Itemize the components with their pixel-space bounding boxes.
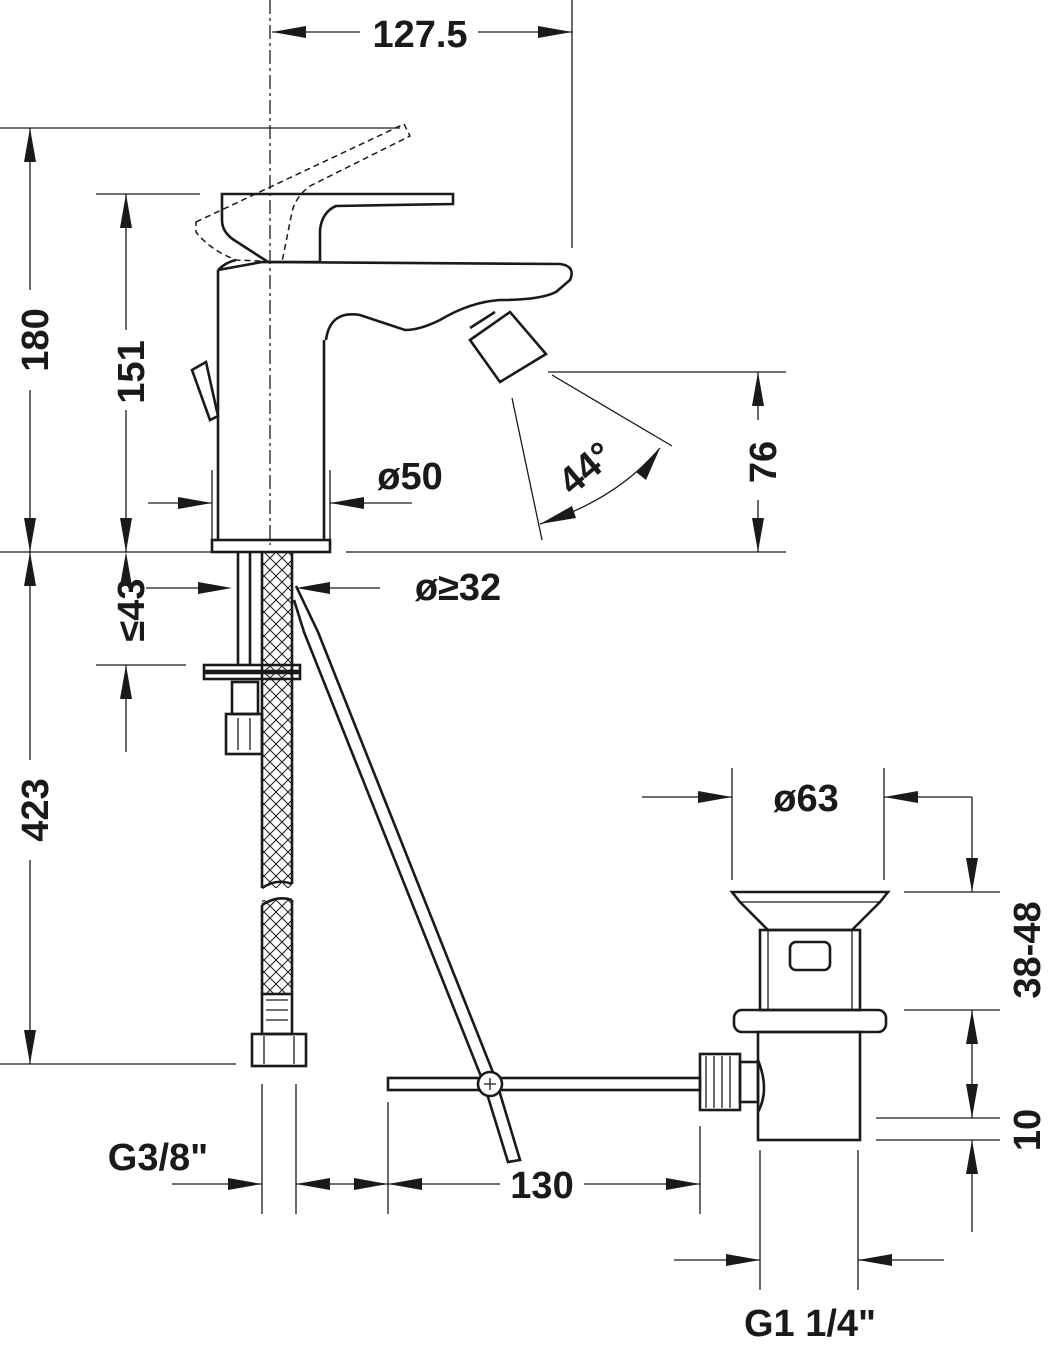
supply-hoses — [202, 552, 522, 1164]
jet-angle-label: 44° — [551, 434, 622, 503]
dimension-rod-distance: 130 — [296, 1102, 701, 1214]
dimension-supply-connection: G3/8" — [108, 1084, 297, 1214]
waste-range-label: 38-48 — [1007, 901, 1049, 998]
waste-diameter-label: ø63 — [773, 778, 838, 820]
width-label: 127.5 — [372, 14, 467, 56]
dimension-height-total: 180 — [0, 127, 400, 552]
hose-length-label: 423 — [15, 778, 57, 841]
waste-valve — [386, 890, 891, 1142]
dimension-hose-length: 423 — [0, 552, 236, 1065]
waste-offset-label: 10 — [1007, 1109, 1049, 1151]
rod-distance-label: 130 — [510, 1165, 573, 1207]
dimension-hole-diameter: ø≥32 — [146, 567, 501, 609]
supply-connection-label: G3/8" — [108, 1137, 208, 1179]
height-total-label: 180 — [15, 308, 57, 371]
height-spout-label: 151 — [111, 340, 153, 403]
jet-height-label: 76 — [743, 441, 785, 483]
dimension-jet-height: 76 — [548, 371, 786, 552]
dimension-waste-diameter: ø63 — [642, 768, 972, 880]
dimension-waste-connection: G1 1/4" — [674, 1150, 944, 1345]
dimension-width: 127.5 — [272, 0, 573, 248]
hole-diameter-label: ø≥32 — [415, 567, 501, 609]
dimension-waste-offset: 10 — [876, 1109, 1049, 1232]
dimension-base-diameter: ø50 — [148, 456, 443, 540]
base-diameter-label: ø50 — [377, 456, 442, 498]
dimension-counter-thickness: ≤43 — [96, 552, 186, 752]
dimension-height-spout: 151 — [96, 193, 200, 552]
waste-connection-label: G1 1/4" — [744, 1303, 876, 1345]
counter-thickness-label: ≤43 — [111, 578, 153, 641]
dimension-jet-angle: 44° — [511, 374, 673, 541]
dimension-waste-range: 38-48 — [904, 797, 1049, 1118]
